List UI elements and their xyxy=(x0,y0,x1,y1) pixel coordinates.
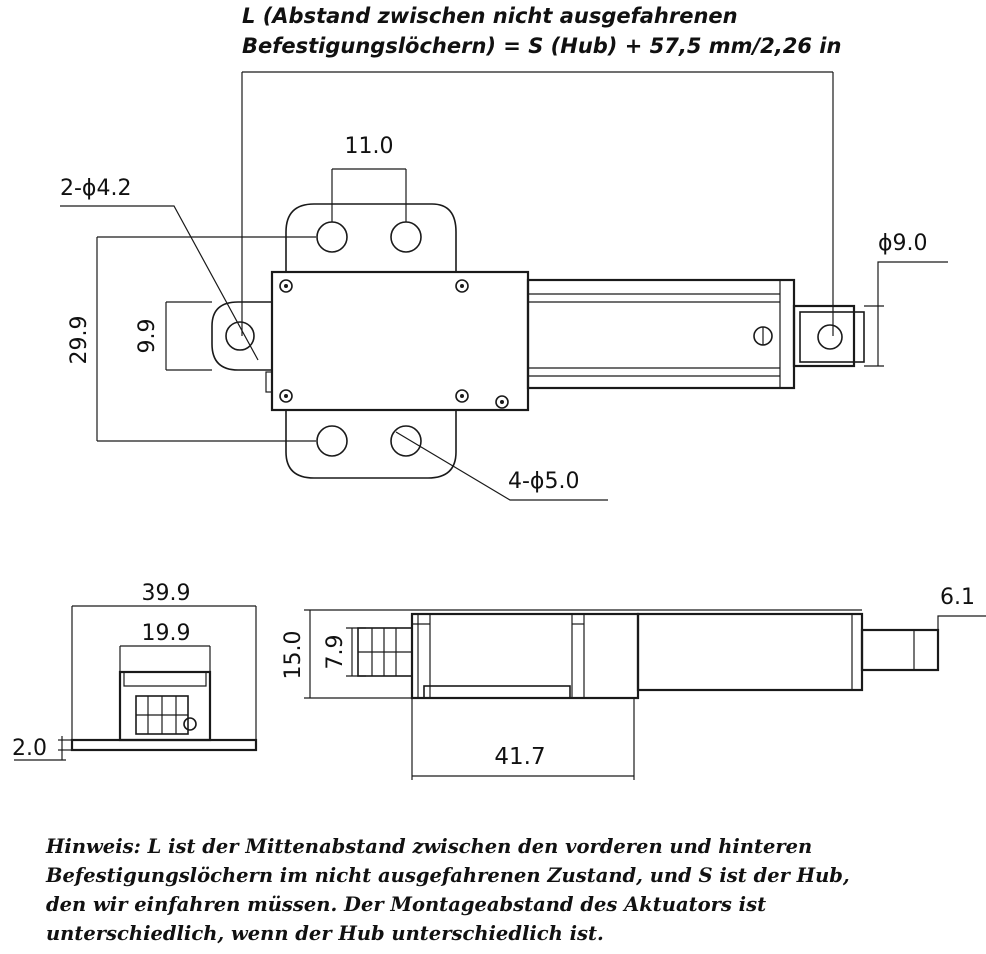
note: Hinweis: L ist der Mittenabstand zwische… xyxy=(46,832,976,948)
dimension-29-9 xyxy=(96,236,316,442)
dim-tab-label: 7.9 xyxy=(323,635,348,670)
actuator-tube xyxy=(526,278,796,390)
dim-rod-end-label: ϕ9.0 xyxy=(878,231,928,256)
side-rod xyxy=(860,615,986,672)
dim-side-height-label: 15.0 xyxy=(281,631,306,680)
end-view: 39.9 19.9 2.0 xyxy=(12,581,258,761)
dimension-l-line xyxy=(241,71,834,336)
note-line-2: Befestigungslöchern im nicht ausgefahren… xyxy=(46,864,850,887)
end-body xyxy=(118,670,212,742)
dimension-9-9 xyxy=(165,301,212,371)
gearbox-body xyxy=(270,270,530,412)
note-line-3: den wir einfahren müssen. Der Montageabs… xyxy=(46,893,767,916)
top-view: 11.0 xyxy=(60,71,948,501)
rod-end xyxy=(792,304,865,368)
dim-height-label: 29.9 xyxy=(67,316,92,365)
side-view: 15.0 7.9 xyxy=(281,585,986,780)
dimension-39-9 xyxy=(71,605,257,740)
dimension-2-0 xyxy=(14,736,72,761)
title-line-1: L (Abstand zwischen nicht ausgefahrenen xyxy=(242,4,738,28)
end-base-plate xyxy=(70,738,258,752)
dimension-41-7 xyxy=(411,698,635,780)
side-rear-tab xyxy=(357,627,413,677)
dim-rear-tab-label: 9.9 xyxy=(135,319,160,354)
leader-rear-hole xyxy=(60,205,259,361)
lower-flange xyxy=(285,410,457,479)
dimension-19-9 xyxy=(119,645,211,672)
side-tube xyxy=(636,612,864,692)
mount-hole-bottom-right xyxy=(390,425,422,457)
leader-mount-holes xyxy=(395,431,608,501)
dim-inner-width-label: 19.9 xyxy=(142,621,191,646)
dimension-9-0 xyxy=(864,261,948,367)
mount-hole-bottom-left xyxy=(316,425,348,457)
dim-hole-spacing-label: 11.0 xyxy=(345,134,394,159)
note-line-4: unterschiedlich, wenn der Hub unterschie… xyxy=(46,922,604,945)
dim-plate-thickness-label: 2.0 xyxy=(12,736,47,761)
dimension-11-0 xyxy=(331,168,407,222)
dim-mount-holes-label: 4-ϕ5.0 xyxy=(508,469,579,494)
mount-hole-top-right xyxy=(390,221,422,253)
rear-hole xyxy=(225,321,255,351)
dim-rear-hole-label: 2-ϕ4.2 xyxy=(60,176,131,201)
dimension-15-0 xyxy=(304,609,862,699)
side-body xyxy=(410,612,640,700)
dim-rod-label: 6.1 xyxy=(940,585,975,610)
dim-body-length-label: 41.7 xyxy=(494,744,545,770)
end-body-tab xyxy=(123,672,207,687)
body-screws xyxy=(279,279,509,409)
dim-width-label: 39.9 xyxy=(142,581,191,606)
mount-hole-top-left xyxy=(316,221,348,253)
note-line-1: Hinweis: L ist der Mittenabstand zwische… xyxy=(46,835,813,858)
title-line-2: Befestigungslöchern) = S (Hub) + 57,5 mm… xyxy=(242,34,842,58)
upper-flange xyxy=(285,203,457,272)
